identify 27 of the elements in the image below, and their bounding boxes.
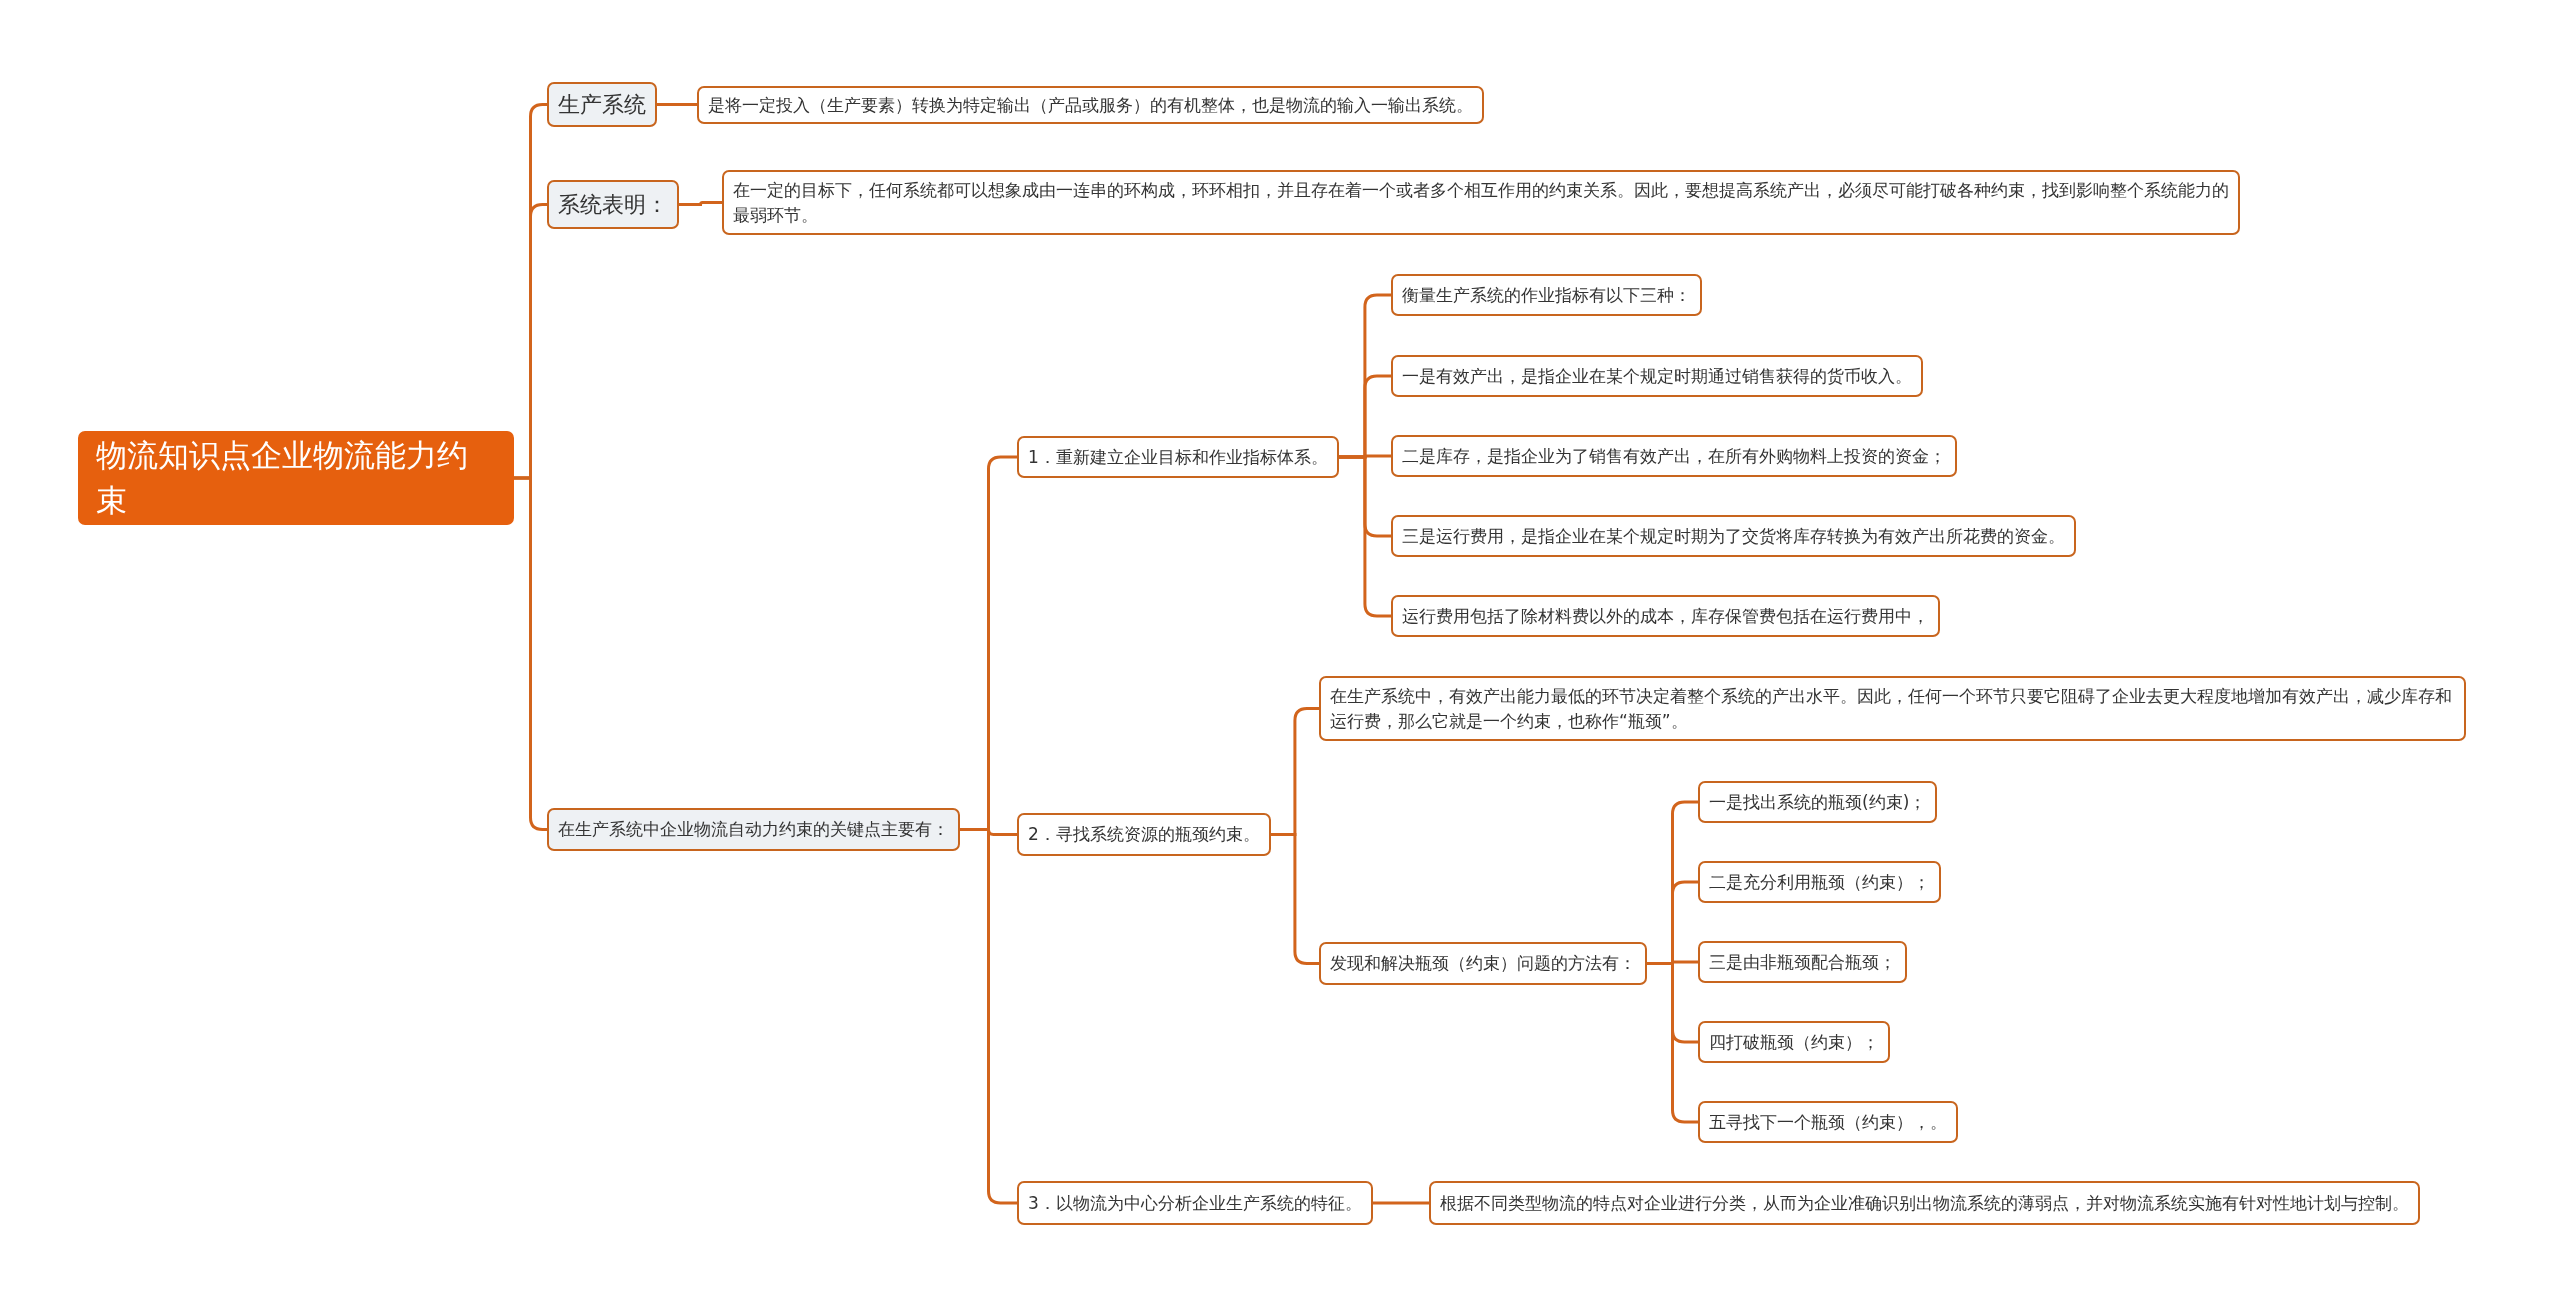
topic-box: 衡量生产系统的作业指标有以下三种： (1391, 274, 1702, 316)
root-topic-box: 物流知识点企业物流能力约束 (78, 431, 514, 525)
topic-box: 3．以物流为中心分析企业生产系统的特征。 (1017, 1181, 1373, 1225)
topic-box: 四打破瓶颈（约束）； (1698, 1021, 1890, 1063)
topic-box: 2．寻找系统资源的瓶颈约束。 (1017, 813, 1271, 856)
topic-box: 发现和解决瓶颈（约束）问题的方法有： (1319, 942, 1647, 985)
connector-line (1338, 455, 1391, 618)
note-box: 是将一定投入（生产要素）转换为特定输出（产品或服务）的有机整体，也是物流的输入一输出系统。 (697, 86, 1484, 124)
connector-line (1270, 833, 1319, 965)
note-box: 根据不同类型物流的特点对企业进行分类，从而为企业准确识别出物流系统的薄弱点，并对物流系统实施有针对性地计划与控制。 (1429, 1181, 2420, 1225)
connector-line (1372, 1201, 1429, 1205)
topic-box: 三是运行费用，是指企业在某个规定时期为了交货将库存转换为有效产出所花费的资金。 (1391, 515, 2076, 557)
topic-box: 二是库存，是指企业为了销售有效产出，在所有外购物料上投资的资金； (1391, 435, 1957, 477)
topic-box: 1．重新建立企业目标和作业指标体系。 (1017, 436, 1339, 478)
topic-box: 生产系统 (547, 82, 657, 127)
connector-line (657, 103, 697, 106)
topic-box: 三是由非瓶颈配合瓶颈； (1698, 941, 1907, 983)
topic-box: 运行费用包括了除材料费以外的成本，库存保管费包括在运行费用中， (1391, 595, 1940, 637)
topic-box: 二是充分利用瓶颈（约束）； (1698, 861, 1941, 903)
connector-line (679, 201, 722, 206)
topic-box: 在生产系统中企业物流自动力约束的关键点主要有： (547, 808, 960, 851)
topic-box: 系统表明： (547, 180, 679, 229)
topic-box: 一是有效产出，是指企业在某个规定时期通过销售获得的货币收入。 (1391, 355, 1923, 397)
note-box: 在一定的目标下，任何系统都可以想象成由一连串的环构成，环环相扣，并且存在着一个或者多个相互作用的约束关系。因此，要想提高系统产出，必须尽可能打破各种约束，找到影响整个系统能力的最弱环节。 (722, 170, 2240, 235)
topic-box: 五寻找下一个瓶颈（约束），。 (1698, 1101, 1958, 1143)
note-box: 在生产系统中，有效产出能力最低的环节决定着整个系统的产出水平。因此，任何一个环节只要它阻碍了企业去更大程度地增加有效产出，减少库存和运行费，那么它就是一个约束，也称作“瓶颈”。 (1319, 676, 2466, 741)
topic-box: 一是找出系统的瓶颈(约束)； (1698, 781, 1938, 823)
